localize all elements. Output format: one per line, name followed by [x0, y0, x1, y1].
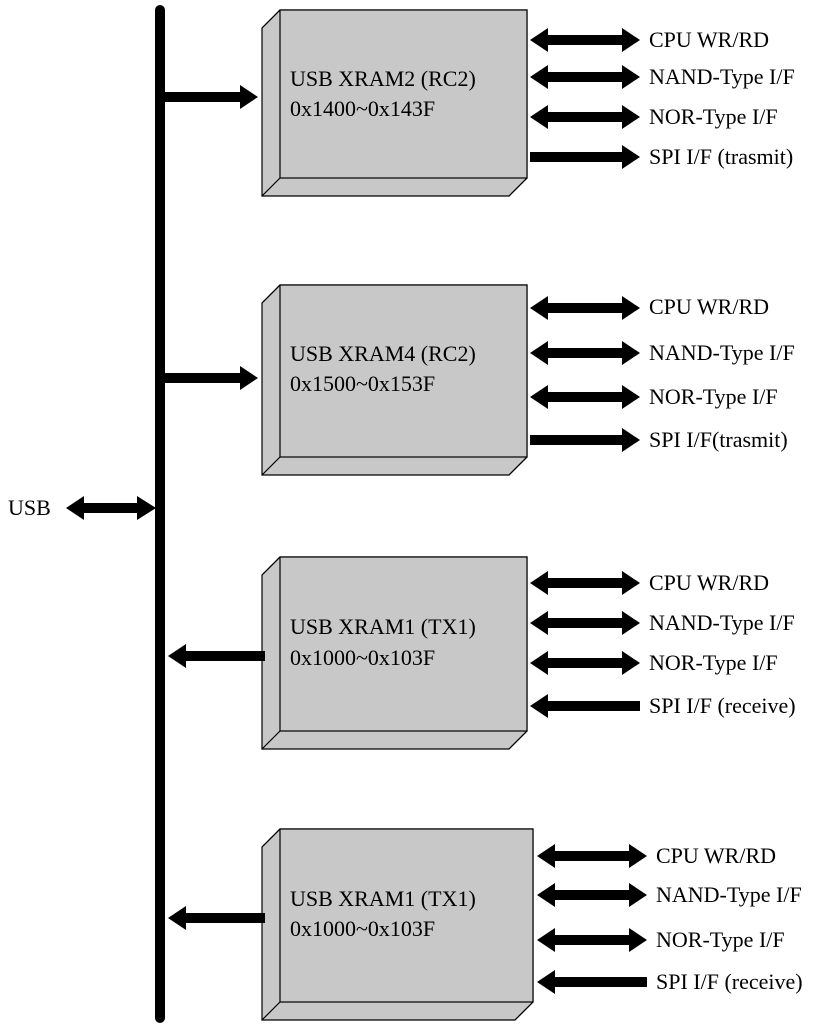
block-1-interface-2-arrow	[530, 65, 640, 89]
block-1-edge-bottom	[261, 177, 281, 197]
block-2-interface-1-arrow	[530, 296, 640, 320]
block-4-title: USB XRAM1 (TX1)	[290, 886, 476, 911]
block-4-edge-bottom	[261, 1001, 281, 1021]
block-2-edge-top	[261, 284, 281, 304]
block-4-interface-nor: NOR-Type I/F	[656, 927, 785, 952]
block-2-edge-right	[508, 456, 528, 476]
block-3-interface-nand: NAND-Type I/F	[649, 610, 795, 635]
block-3-front-face	[279, 556, 528, 732]
block-1-interface-4-arrow	[530, 145, 640, 169]
block-3-edge-bottom	[261, 730, 281, 750]
block-3-interface-2-arrow	[530, 611, 640, 635]
usb-port-arrow	[66, 496, 156, 520]
block-2-interface-nand: NAND-Type I/F	[649, 340, 795, 365]
blocks-layer	[165, 9, 647, 1021]
block-3-edge-top	[261, 556, 281, 576]
block-1-interface-nor: NOR-Type I/F	[649, 104, 778, 129]
block-2-title: USB XRAM4 (RC2)	[290, 341, 476, 366]
block-1-interface-1-arrow	[530, 28, 640, 52]
block-1-interface-spi: SPI I/F (trasmit)	[649, 144, 794, 169]
block-3-interface-spi: SPI I/F (receive)	[649, 693, 796, 718]
block-4-interface-cpu: CPU WR/RD	[656, 843, 777, 868]
block-3-address: 0x1000~0x103F	[290, 645, 436, 670]
block-4-front-face	[279, 828, 534, 1003]
block-3-edge-right	[508, 730, 528, 750]
block-4-interface-spi: SPI I/F (receive)	[656, 969, 803, 994]
block-2-interface-cpu: CPU WR/RD	[649, 294, 770, 319]
block-2-edge-bottom	[261, 456, 281, 476]
block-4-edge-top	[261, 828, 281, 848]
block-3-interface-cpu: CPU WR/RD	[649, 570, 770, 595]
block-1-front-face	[279, 9, 528, 179]
block-2-interface-2-arrow	[530, 341, 640, 365]
block-3-interface-4-arrow	[530, 694, 640, 718]
block-1-address: 0x1400~0x143F	[290, 96, 436, 121]
block-1-interface-nand: NAND-Type I/F	[649, 64, 795, 89]
block-3-bus-arrow	[168, 644, 265, 668]
block-2-bus-arrow	[165, 366, 258, 390]
usb-label: USB	[8, 495, 51, 520]
block-1-interface-cpu: CPU WR/RD	[649, 27, 770, 52]
block-2-interface-4-arrow	[530, 428, 640, 452]
block-2-address: 0x1500~0x153F	[290, 371, 436, 396]
block-4-interface-nand: NAND-Type I/F	[656, 882, 802, 907]
block-3-interface-1-arrow	[530, 571, 640, 595]
block-1-edge-right	[508, 177, 528, 197]
block-3-interface-3-arrow	[530, 651, 640, 675]
block-4-bus-arrow	[168, 906, 265, 930]
block-2-front-face	[279, 284, 528, 458]
block-4-address: 0x1000~0x103F	[290, 916, 436, 941]
block-3-title: USB XRAM1 (TX1)	[290, 614, 476, 639]
block-1-interface-3-arrow	[530, 105, 640, 129]
block-4-interface-4-arrow	[537, 970, 647, 994]
block-3-interface-nor: NOR-Type I/F	[649, 650, 778, 675]
block-1-title: USB XRAM2 (RC2)	[290, 66, 476, 91]
block-4-interface-1-arrow	[537, 844, 647, 868]
block-4-interface-2-arrow	[537, 883, 647, 907]
block-2-interface-3-arrow	[530, 385, 640, 409]
block-2-interface-nor: NOR-Type I/F	[649, 384, 778, 409]
block-1-bus-arrow	[165, 85, 258, 109]
block-4-interface-3-arrow	[537, 928, 647, 952]
block-4-edge-right	[514, 1001, 534, 1021]
block-1-edge-top	[261, 9, 281, 29]
block-2-interface-spi: SPI I/F(trasmit)	[649, 427, 788, 452]
